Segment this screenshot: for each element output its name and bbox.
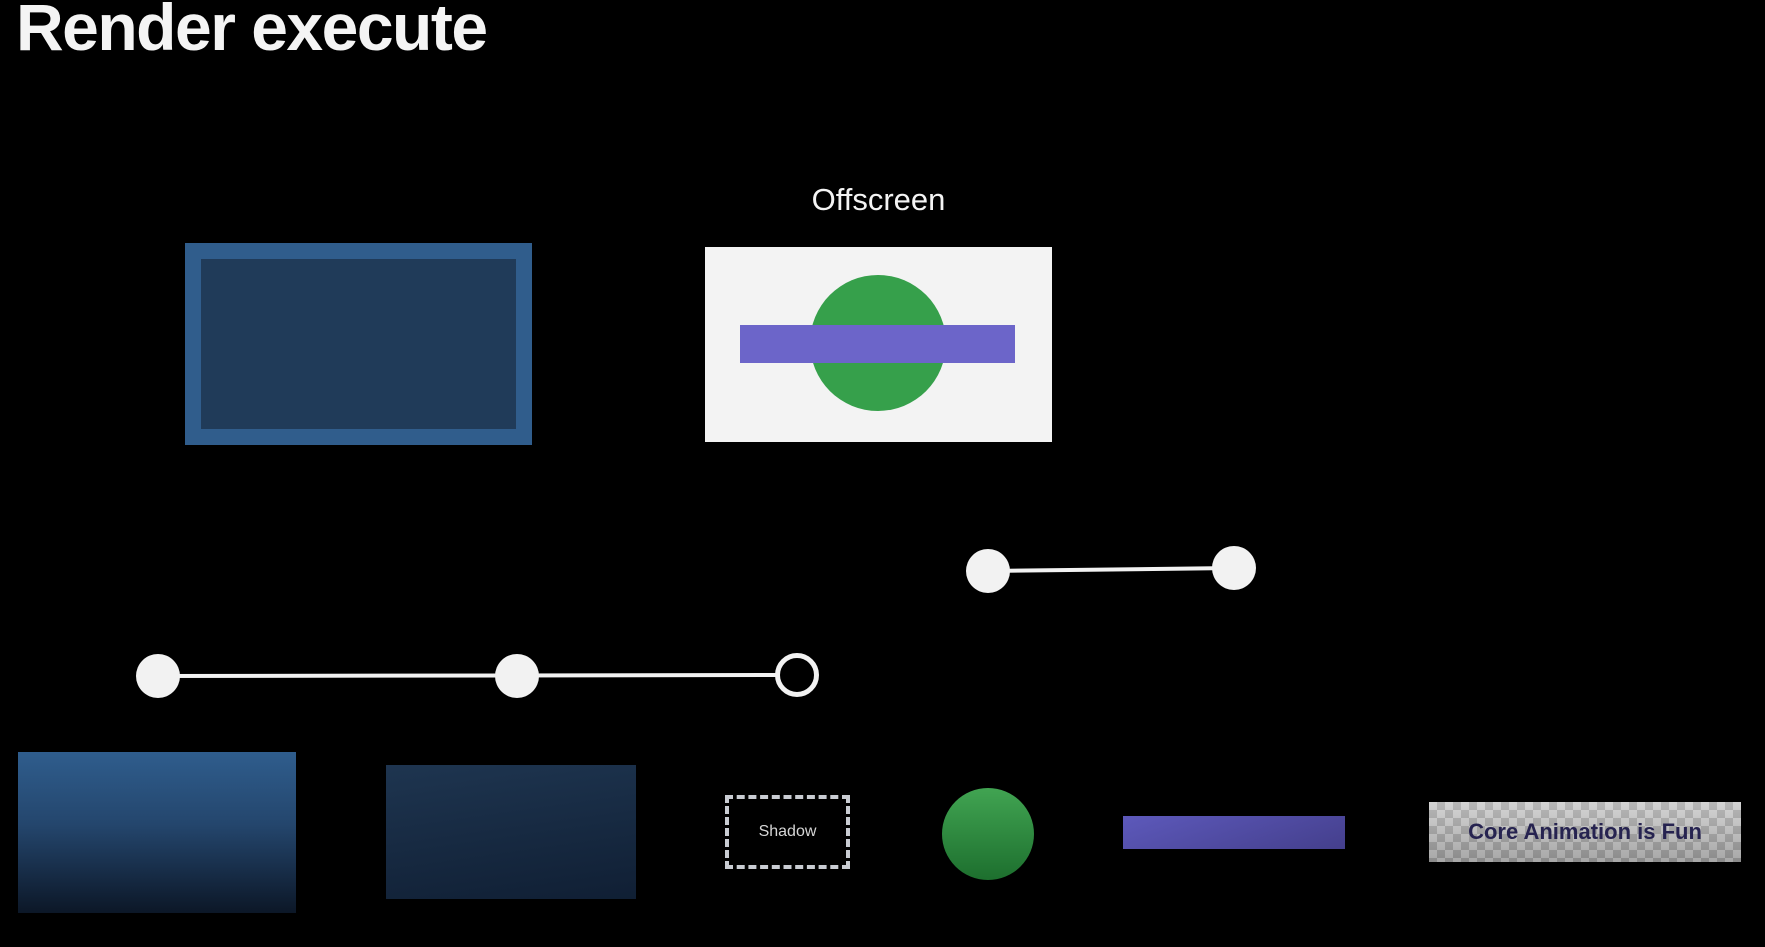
three-node-connector [136,653,819,698]
gradient-rectangle-large [18,752,296,913]
connector-handle[interactable] [1212,546,1256,590]
connector-handle[interactable] [136,654,180,698]
gradient-rectangle-small [386,765,636,899]
connector-handle[interactable] [495,654,539,698]
offscreen-label: Offscreen [811,182,946,217]
connector-line [987,566,1235,573]
connector-handle-hollow[interactable] [775,653,819,697]
two-node-connector [966,546,1256,593]
offscreen-purple-bar [740,325,1015,363]
page-title: Render execute [16,0,488,64]
shadow-dashed-box: Shadow [725,795,850,869]
connector-handle[interactable] [966,549,1010,593]
offscreen-panel [705,247,1052,442]
banner-text: Core Animation is Fun [1468,819,1702,844]
purple-gradient-bar [1123,816,1345,849]
green-gradient-circle [942,788,1034,880]
checkerboard-banner: Core Animation is Fun [1429,802,1741,862]
inset-border-rectangle [185,243,532,445]
connector-line [157,673,798,678]
shadow-box-label: Shadow [758,823,817,840]
